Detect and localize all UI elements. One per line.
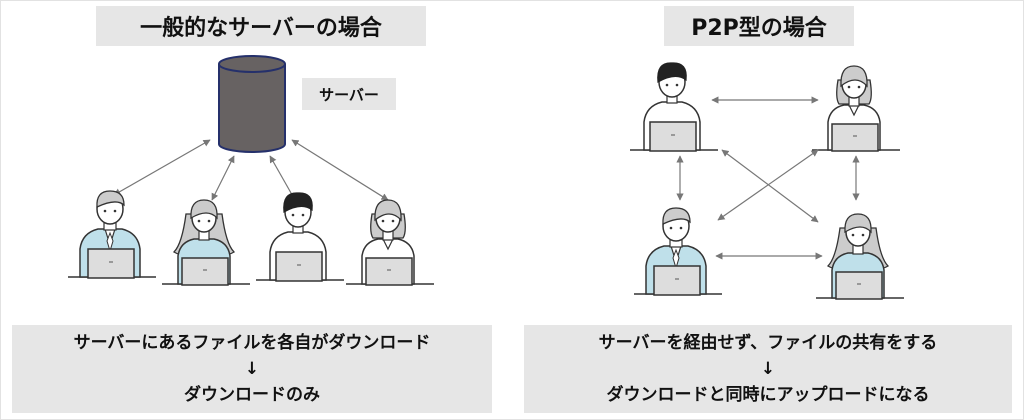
right-caption: サーバーを経由せず、ファイルの共有をする ↓ ダウンロードと同時にアップロードに… <box>524 325 1012 413</box>
server-label: サーバー <box>302 78 396 110</box>
right-caption-line1: サーバーを経由せず、ファイルの共有をする <box>598 333 938 353</box>
person-woman-long-hair-icon <box>161 199 251 286</box>
person-man-blue-icon <box>67 190 157 279</box>
arrow-server-person3 <box>269 155 296 201</box>
p2p-woman-bob-icon <box>811 65 901 152</box>
left-caption-line1: サーバーにあるファイルを各自がダウンロード <box>73 333 431 353</box>
right-caption-arrow: ↓ <box>760 359 776 379</box>
right-title: P2P型の場合 <box>664 6 854 46</box>
p2p-man-blue-icon <box>633 207 723 296</box>
person-woman-bob-icon <box>345 199 435 286</box>
left-caption-line2: ダウンロードのみ <box>184 385 320 405</box>
arrow-diagonal-up <box>717 149 819 221</box>
p2p-arrows <box>676 96 860 260</box>
p2p-man-white-shirt-icon <box>629 62 719 152</box>
person-man-white-shirt-icon <box>255 192 345 282</box>
server-icon <box>218 55 286 153</box>
right-caption-line2: ダウンロードと同時にアップロードになる <box>606 385 930 405</box>
left-title: 一般的なサーバーの場合 <box>96 6 426 46</box>
arrow-server-person2 <box>211 155 235 201</box>
p2p-woman-long-hair-icon <box>815 213 905 300</box>
left-caption: サーバーにあるファイルを各自がダウンロード ↓ ダウンロードのみ <box>12 325 492 413</box>
arrow-server-person1 <box>113 139 211 196</box>
server-arrows <box>113 139 389 201</box>
left-caption-arrow: ↓ <box>244 359 260 379</box>
arrow-server-person4 <box>291 139 389 201</box>
